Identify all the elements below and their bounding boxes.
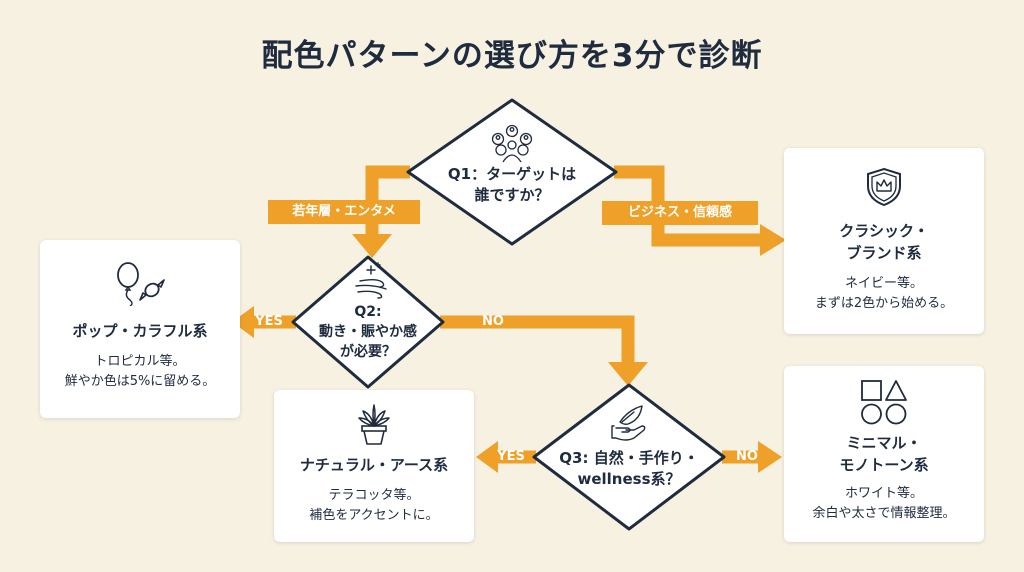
natural-desc-1: テラコッタ等。 [328,488,420,503]
branch-q1-left: 若年層・エンタメ [268,200,420,224]
diamond-q1 [406,98,618,246]
potted-plant-icon [358,404,390,445]
result-card-pop: ポップ・カラフル系 トロピカル等。 鮮やか色は5%に留める。 [40,240,240,418]
q2-line1: Q2: [354,304,382,320]
branch-q1-right: ビジネス・信頼感 [602,201,758,225]
classic-desc-2: まずは2色から始める。 [814,296,954,311]
people-group-icon [491,124,533,163]
minimal-title-1: ミニマル・ [846,434,922,452]
pop-desc-1: トロピカル等。 [94,354,186,369]
result-card-classic: クラシック・ ブランド系 ネイビー等。 まずは2色から始める。 [784,148,984,334]
q3-text: Q3: 自然・手作り・ wellness系？ [544,448,714,490]
diamond-q3 [532,383,726,531]
classic-desc-1: ネイビー等。 [844,276,923,291]
arrowhead-classic [760,224,786,256]
minimal-desc-1: ホワイト等。 [844,486,923,501]
q2-text: Q2: 動き・賑やか感 が必要？ [300,302,436,362]
arrowhead-natural [476,441,498,473]
arrowhead-pop [232,306,254,338]
natural-desc-2: 補色をアクセントに。 [309,508,439,523]
shapes-icon [861,380,907,425]
arrowhead-minimal [758,441,782,473]
q3-line2: wellness系？ [577,470,681,488]
pop-desc-2: 鮮やか色は5%に留める。 [64,374,216,389]
result-card-minimal: ミニマル・ モノトーン系 ホワイト等。 余白や太さで情報整理。 [784,366,984,542]
connector-q2-no [440,315,635,366]
diamond-q2 [291,255,445,389]
pop-title: ポップ・カラフル系 [72,322,208,340]
branch-q2-yes: YES [255,314,283,329]
page-title: 配色パターンの選び方を3分で診断 [261,38,763,74]
arrowhead-q3 [608,362,648,386]
classic-title-2: ブランド系 [846,244,922,262]
branch-q3-yes: YES [497,449,525,464]
q1-text: Q1：ターゲットは 誰ですか？ [432,164,592,206]
q2-line2: 動き・賑やか感 [319,324,417,340]
arrowhead-q2 [352,234,392,258]
classic-title-1: クラシック・ [839,222,929,240]
hand-leaf-icon [611,405,646,441]
minimal-title-2: モノトーン系 [839,456,929,474]
natural-title: ナチュラル・アース系 [299,456,449,474]
minimal-desc-2: 余白や太さで情報整理。 [812,506,956,521]
crown-shield-icon [867,167,901,207]
balloon-candy-icon [117,262,165,306]
branch-q3-no: NO [736,449,758,464]
q2-line3: が必要？ [340,344,396,360]
q3-line1: Q3: 自然・手作り・ [559,449,699,467]
branch-q2-no: NO [482,314,504,329]
q1-line1: Q1：ターゲットは [447,165,577,183]
sparkle-wind-icon [355,262,387,299]
q1-line2: 誰ですか？ [474,186,550,204]
result-card-natural: ナチュラル・アース系 テラコッタ等。 補色をアクセントに。 [274,390,474,542]
